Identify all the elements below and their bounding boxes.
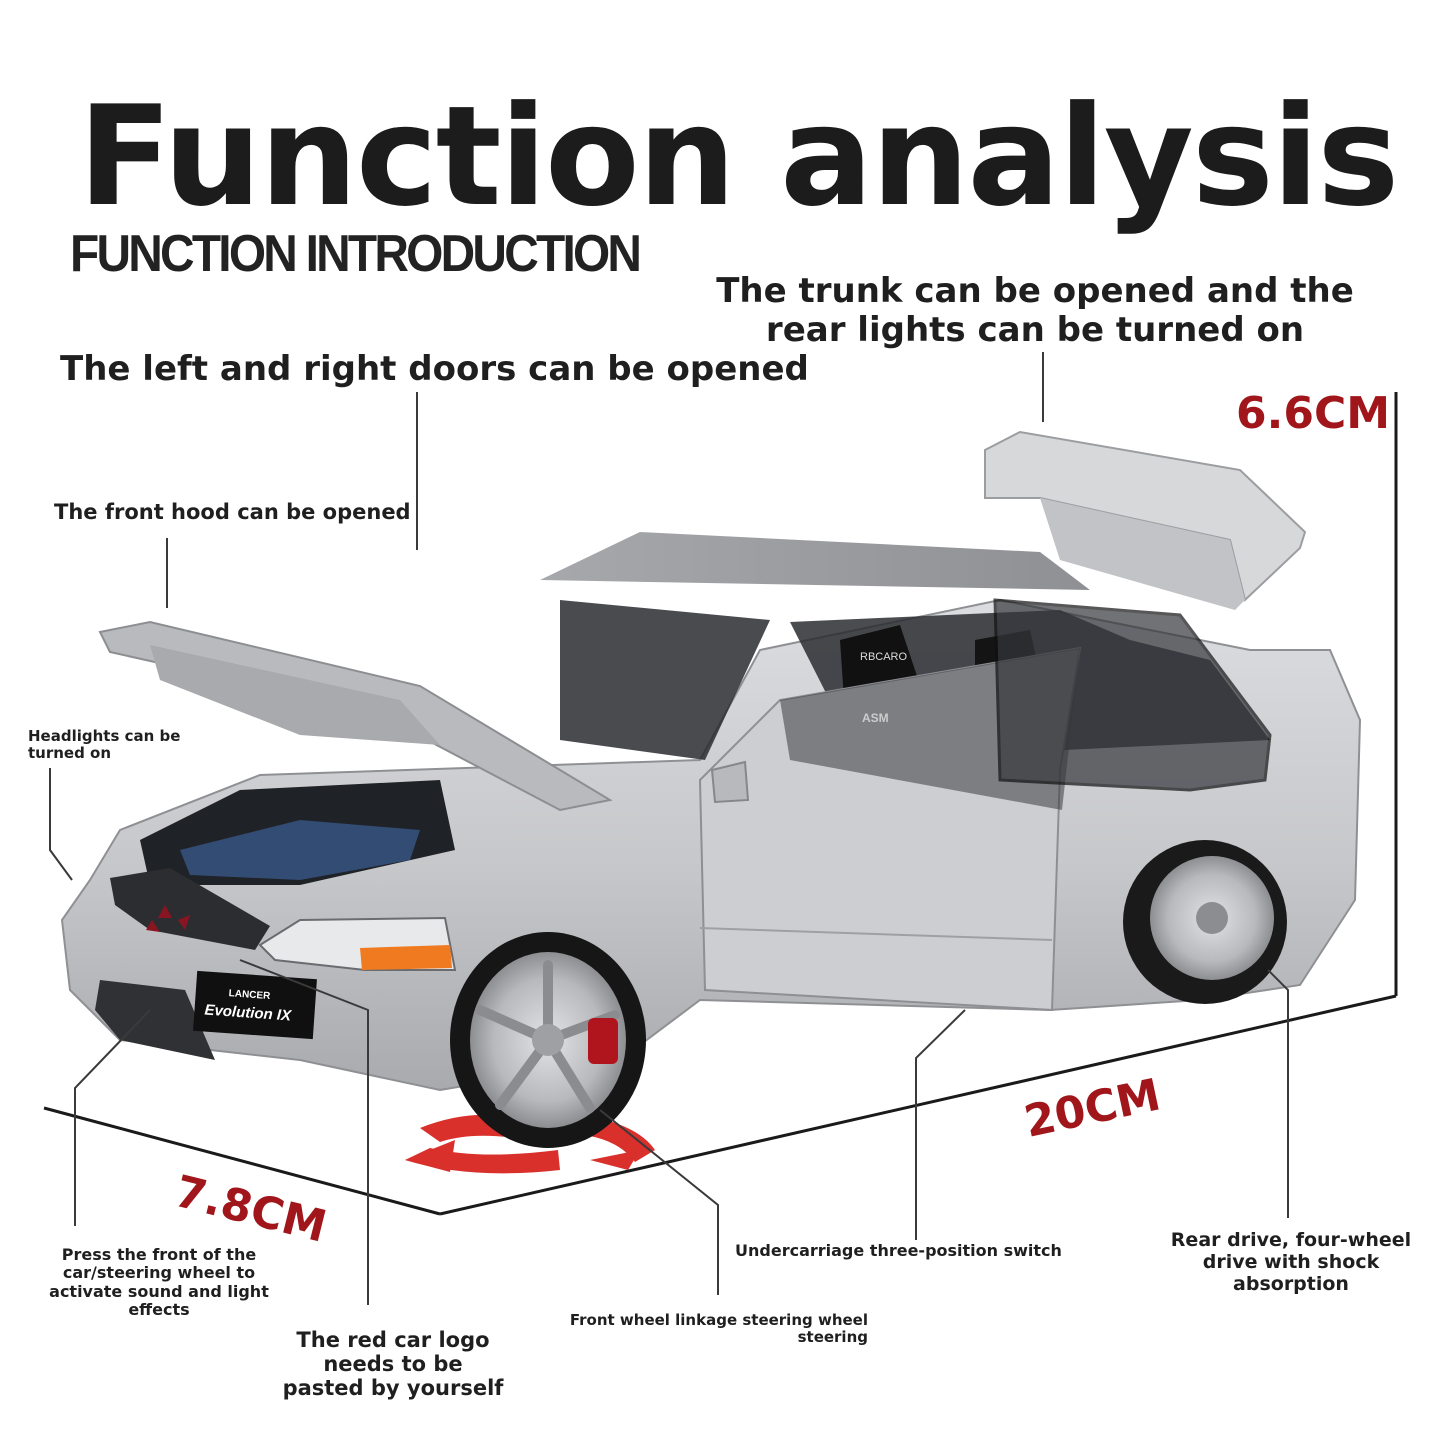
dimension-height: 6.6CM xyxy=(1236,388,1391,439)
callout-headlights: Headlights can be turned on xyxy=(28,727,181,763)
dimension-outline xyxy=(43,392,1398,1216)
page-title: Function analysis xyxy=(78,76,1399,237)
plate-line-1: LANCER xyxy=(228,988,271,1002)
callout-drive: Rear drive, four-wheel drive with shock … xyxy=(1170,1229,1412,1295)
leader-lines xyxy=(49,352,1289,1305)
car-body xyxy=(60,430,1362,1148)
callout-sound-light: Press the front of the car/steering whee… xyxy=(49,1245,269,1320)
callout-hood: The front hood can be opened xyxy=(54,500,411,524)
plate-line-2: Evolution IX xyxy=(204,1002,293,1025)
seat-brand: RBCARO xyxy=(860,651,908,663)
callout-logo: The red car logo needs to be pasted by y… xyxy=(282,1328,504,1401)
callout-steering: Front wheel linkage steering wheel steer… xyxy=(569,1311,868,1347)
callout-doors: The left and right doors can be opened xyxy=(60,349,809,389)
callout-trunk: The trunk can be opened and the rear lig… xyxy=(716,271,1354,351)
seat-logo: ASM xyxy=(862,711,889,725)
callout-switch: Undercarriage three-position switch xyxy=(735,1241,1062,1260)
page-subtitle: FUNCTION INTRODUCTION xyxy=(70,225,642,283)
